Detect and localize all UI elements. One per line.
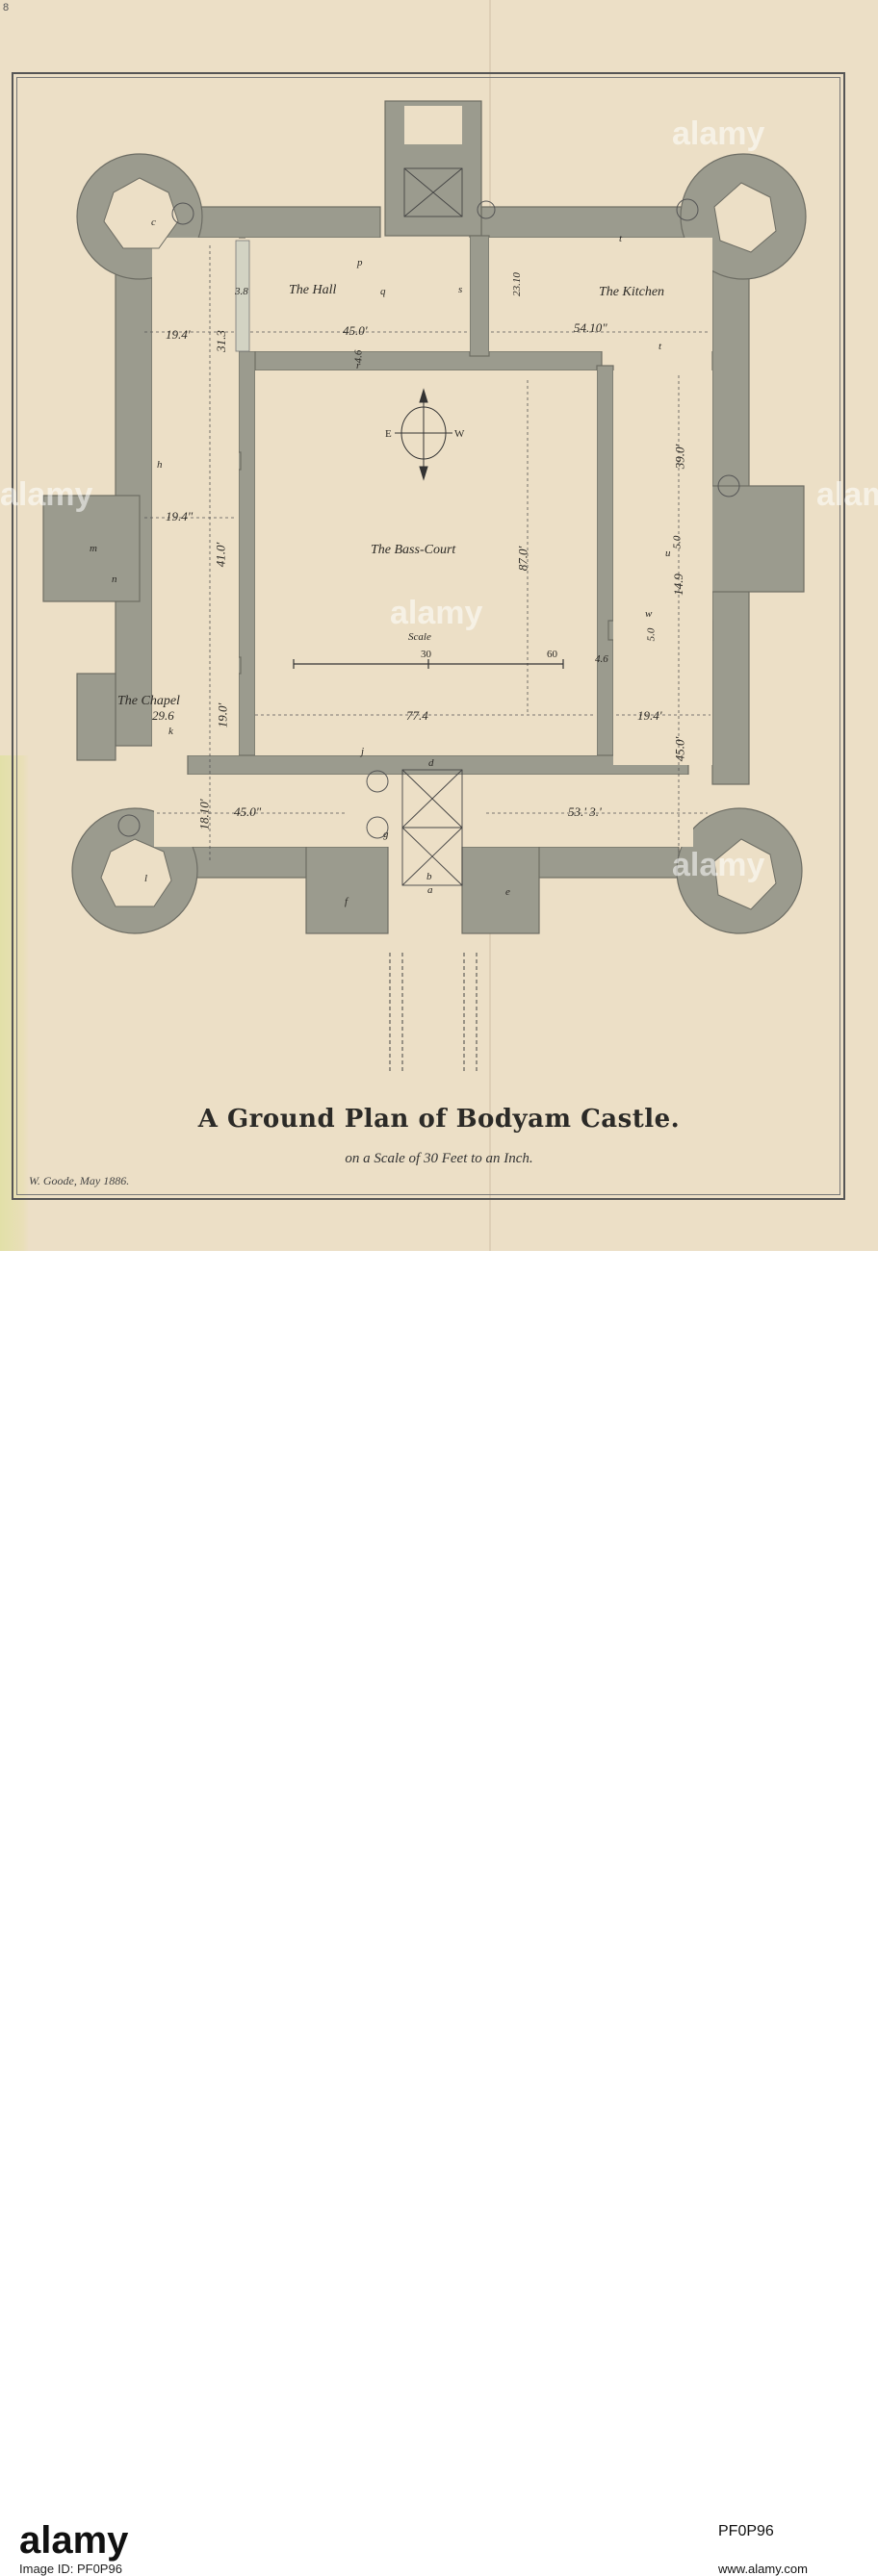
scale-label: Scale [408, 631, 431, 643]
compass-east: E [385, 428, 392, 440]
letter-g: g [383, 829, 389, 840]
compass-rose [395, 388, 452, 481]
letter-t-north: t [619, 233, 623, 244]
dim-19-4-top: 19.4' [166, 327, 191, 342]
compass-west: W [454, 428, 465, 440]
letter-j: j [361, 746, 365, 757]
dim-19-4-right: 19.4' [637, 708, 662, 723]
dim-45-0-hall: 45.0' [343, 323, 368, 338]
letter-p: p [357, 257, 363, 268]
castle-plan [42, 100, 807, 1073]
dim-23-10: 23.10 [510, 272, 523, 296]
footer-url: www.alamy.com [718, 2562, 808, 2576]
tower-sw-room [100, 838, 172, 907]
stair-gate-j [366, 770, 389, 793]
dim-18-10: 18.10' [196, 799, 212, 830]
letter-b: b [426, 871, 432, 882]
map-frame-outer [12, 72, 845, 1200]
sheet-mark: 8 [3, 2, 10, 13]
dim-14-9: 14.9 [670, 574, 685, 596]
watermark-1: alamy [672, 115, 765, 152]
chapel-label: The Chapel [117, 694, 180, 708]
hall-label: The Hall [289, 283, 337, 297]
watermark-2: alamy [816, 476, 878, 513]
letter-t-south: t [658, 341, 662, 352]
hall-partition [469, 235, 490, 357]
letter-h: h [157, 459, 163, 471]
map-title: A Ground Plan of Bodyam Castle. [197, 1105, 681, 1134]
dim-45-0-bottom: 45.0" [234, 804, 262, 819]
dim-19-4-mid: 19.4" [166, 509, 194, 523]
letter-c: c [151, 217, 156, 228]
map-sheet: 8 [0, 0, 878, 1251]
north-gate-vault [403, 167, 463, 217]
letter-u: u [665, 548, 671, 559]
north-wall-east [480, 206, 704, 239]
stair-north-gate [477, 200, 496, 219]
dim-77-4: 77.4 [406, 708, 428, 723]
watermark-3: alamy [390, 595, 483, 631]
dim-41-0: 41.0' [213, 542, 228, 568]
dim-45-0-right: 45.0' [672, 736, 687, 762]
letter-e: e [505, 886, 510, 898]
west-mid-tower [42, 495, 141, 602]
scale-tick-60: 60 [547, 649, 557, 660]
dim-87-0: 87.0' [515, 546, 530, 572]
letter-k: k [168, 726, 173, 737]
letter-n: n [112, 574, 117, 585]
dim-5-0-b: 5.0 [645, 627, 658, 642]
dim-39-0: 39.0' [672, 444, 687, 470]
north-wall-west [172, 206, 381, 239]
scale-bar [293, 659, 564, 669]
dim-19-0: 19.0' [215, 702, 230, 728]
tower-se-room [713, 838, 777, 910]
chapel-dim-label: 29.6 [152, 708, 174, 723]
dim-54-10: 54.10" [574, 320, 607, 335]
east-mid-tower [707, 485, 805, 593]
inner-wall-east [596, 365, 614, 766]
tower-nw-room [103, 177, 179, 249]
footer-logo: alamy [19, 2519, 129, 2562]
letter-a: a [427, 884, 433, 896]
inner-wall-west [238, 350, 256, 776]
dim-4-6-right: 4.6 [595, 653, 608, 665]
chapel-wall [76, 673, 116, 761]
dim-3-8: 3.8 [235, 286, 248, 297]
stair-east [717, 474, 740, 497]
dim-5-0-a: 5.0 [671, 535, 684, 549]
stock-footer: alamy Image ID: PF0P96 PF0P96 www.alamy.… [0, 1251, 878, 2576]
stair-nw [171, 202, 194, 225]
stair-ne [676, 198, 699, 221]
footer-code: PF0P96 [718, 2523, 774, 2539]
dim-31-3: 31.3 [213, 330, 228, 352]
stair-gate-g [366, 816, 389, 839]
letter-q: q [380, 286, 386, 297]
watermark-5: alamy [0, 476, 93, 513]
map-subtitle: on a Scale of 30 Feet to an Inch. [345, 1151, 533, 1166]
letter-m: m [90, 543, 97, 554]
dim-4-6-hall: 4.6 [352, 349, 365, 364]
stair-sw [117, 814, 141, 837]
letter-f: f [345, 896, 349, 907]
dim-53-3: 53.' 3.' [568, 804, 602, 819]
letter-d: d [428, 757, 434, 769]
south-gatehouse-west [305, 846, 389, 934]
scale-tick-30: 30 [421, 649, 431, 660]
hall-screen [235, 240, 250, 352]
letter-s: s [458, 284, 463, 295]
tower-ne-room [713, 182, 777, 253]
inner-wall-north [245, 350, 603, 371]
watermark-4: alamy [672, 847, 765, 883]
map-frame-inner [16, 77, 840, 1195]
map-signature: W. Goode, May 1886. [29, 1174, 130, 1187]
letter-l: l [144, 873, 148, 884]
south-gatehouse-east [461, 846, 540, 934]
bass-court-label: The Bass-Court [371, 543, 456, 557]
letter-r: r [356, 360, 361, 371]
kitchen-label: The Kitchen [599, 285, 665, 299]
letter-w: w [645, 608, 653, 620]
footer-image-id: Image ID: PF0P96 [19, 2562, 122, 2576]
paper-stain [0, 755, 29, 1251]
